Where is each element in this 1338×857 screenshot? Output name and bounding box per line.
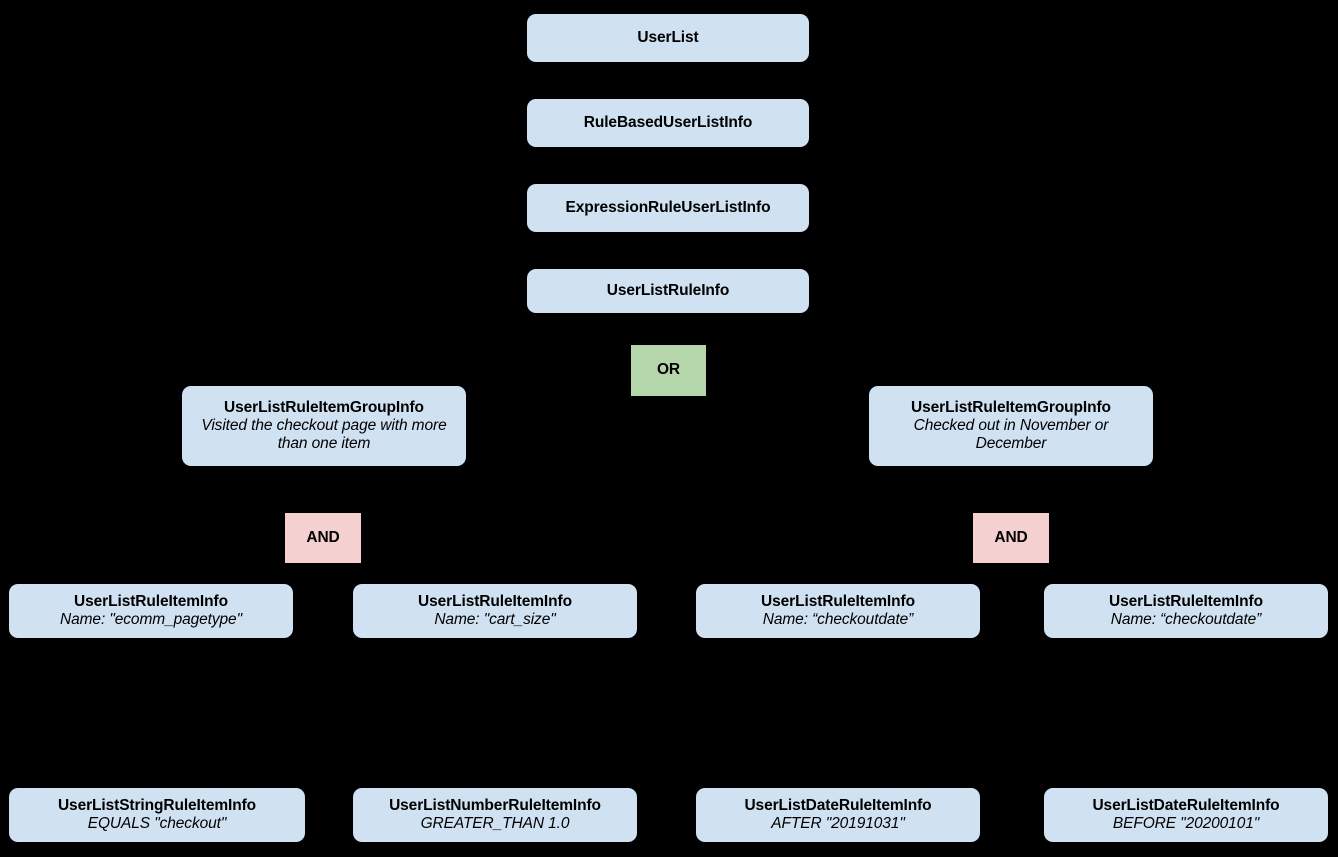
arrowhead-group-left (314, 375, 332, 388)
node-rule-item-1-title: UserListRuleItemInfo (74, 592, 228, 610)
node-leaf-2-subtitle: GREATER_THAN 1.0 (420, 815, 570, 832)
edge-ruleinfo-to-group-left-horizontal (323, 356, 669, 358)
edge-item2-to-leaf2 (494, 638, 496, 786)
node-rule-item-2[interactable]: UserListRuleItemInfo Name: "cart_size" (353, 584, 637, 638)
node-leaf-3-title: UserListDateRuleItemInfo (744, 796, 932, 814)
edge-group-right-to-and (1011, 466, 1013, 513)
node-group-left-subtitle: Visited the checkout page with more than… (201, 416, 447, 453)
node-user-list-rule-info-title: UserListRuleInfo (606, 281, 730, 299)
node-rule-item-3[interactable]: UserListRuleItemInfo Name: “checkoutdate… (696, 584, 980, 638)
edge-expression-to-ruleinfo (667, 232, 669, 269)
node-expression-rule-user-list-info-title: ExpressionRuleUserListInfo (565, 198, 771, 216)
node-leaf-4-title: UserListDateRuleItemInfo (1092, 796, 1280, 814)
edge-and-right-to-items-horizontal (837, 576, 1185, 578)
edge-and-right-to-item3-vertical (1011, 563, 1013, 577)
node-rule-based-user-list-info[interactable]: RuleBasedUserListInfo (527, 99, 809, 147)
edge-item3-drop (837, 576, 839, 584)
node-leaf-2[interactable]: UserListNumberRuleItemInfo GREATER_THAN … (353, 788, 637, 842)
node-rule-item-1[interactable]: UserListRuleItemInfo Name: "ecomm_pagety… (9, 584, 293, 638)
node-expression-rule-user-list-info[interactable]: ExpressionRuleUserListInfo (527, 184, 809, 232)
edge-ruleinfo-to-group-right-vertical (667, 313, 669, 357)
edge-rulebased-to-expression (667, 147, 669, 185)
edge-userlist-to-rulebased (667, 62, 669, 100)
node-rule-item-2-title: UserListRuleItemInfo (418, 592, 572, 610)
node-rule-item-4-title: UserListRuleItemInfo (1109, 592, 1263, 610)
node-leaf-1-subtitle: EQUALS "checkout" (87, 815, 227, 832)
node-group-left[interactable]: UserListRuleItemGroupInfo Visited the ch… (182, 386, 466, 466)
edge-and-left-to-items-horizontal (150, 576, 496, 578)
node-group-right[interactable]: UserListRuleItemGroupInfo Checked out in… (869, 386, 1153, 466)
node-and-operator-right-label: AND (994, 528, 1028, 546)
node-user-list[interactable]: UserList (527, 14, 809, 62)
edge-item4-to-leaf4 (1185, 638, 1187, 786)
node-group-right-title: UserListRuleItemGroupInfo (911, 398, 1111, 416)
arrowhead-group-right (1003, 375, 1021, 388)
edge-item1-to-leaf1 (150, 638, 152, 786)
node-group-left-title: UserListRuleItemGroupInfo (224, 398, 424, 416)
node-leaf-1-title: UserListStringRuleItemInfo (57, 796, 257, 814)
edge-item3-to-leaf3 (837, 638, 839, 786)
node-or-operator[interactable]: OR (631, 345, 706, 396)
node-rule-based-user-list-info-title: RuleBasedUserListInfo (583, 113, 753, 131)
node-user-list-rule-info[interactable]: UserListRuleInfo (527, 269, 809, 313)
node-leaf-3[interactable]: UserListDateRuleItemInfo AFTER "20191031… (696, 788, 980, 842)
edge-group-left-drop (322, 356, 324, 386)
node-rule-item-1-subtitle: Name: "ecomm_pagetype" (60, 611, 242, 628)
node-leaf-4[interactable]: UserListDateRuleItemInfo BEFORE "2020010… (1044, 788, 1328, 842)
node-and-operator-left-label: AND (306, 528, 340, 546)
node-group-right-subtitle: Checked out in November or December (913, 416, 1109, 453)
edge-ruleinfo-to-group-right-horizontal (667, 356, 1013, 358)
node-leaf-4-subtitle: BEFORE "20200101" (1112, 815, 1260, 832)
node-leaf-1[interactable]: UserListStringRuleItemInfo EQUALS "check… (9, 788, 305, 842)
node-leaf-2-title: UserListNumberRuleItemInfo (389, 796, 601, 814)
edge-item4-drop (1185, 576, 1187, 584)
node-and-operator-right[interactable]: AND (973, 513, 1049, 563)
edge-and-left-to-item1-vertical (322, 563, 324, 577)
node-rule-item-4-subtitle: Name: “checkoutdate” (1110, 611, 1262, 628)
edge-item2-drop (494, 576, 496, 584)
edge-group-right-drop (1011, 356, 1013, 386)
node-or-operator-label: OR (656, 361, 681, 379)
node-rule-item-3-title: UserListRuleItemInfo (761, 592, 915, 610)
edge-group-left-to-and (322, 466, 324, 513)
node-rule-item-3-subtitle: Name: “checkoutdate” (762, 611, 914, 628)
node-user-list-title: UserList (637, 28, 699, 46)
node-rule-item-4[interactable]: UserListRuleItemInfo Name: “checkoutdate… (1044, 584, 1328, 638)
node-and-operator-left[interactable]: AND (285, 513, 361, 563)
node-leaf-3-subtitle: AFTER "20191031" (771, 815, 905, 832)
node-rule-item-2-subtitle: Name: "cart_size" (434, 611, 556, 628)
edge-item1-drop (150, 576, 152, 584)
